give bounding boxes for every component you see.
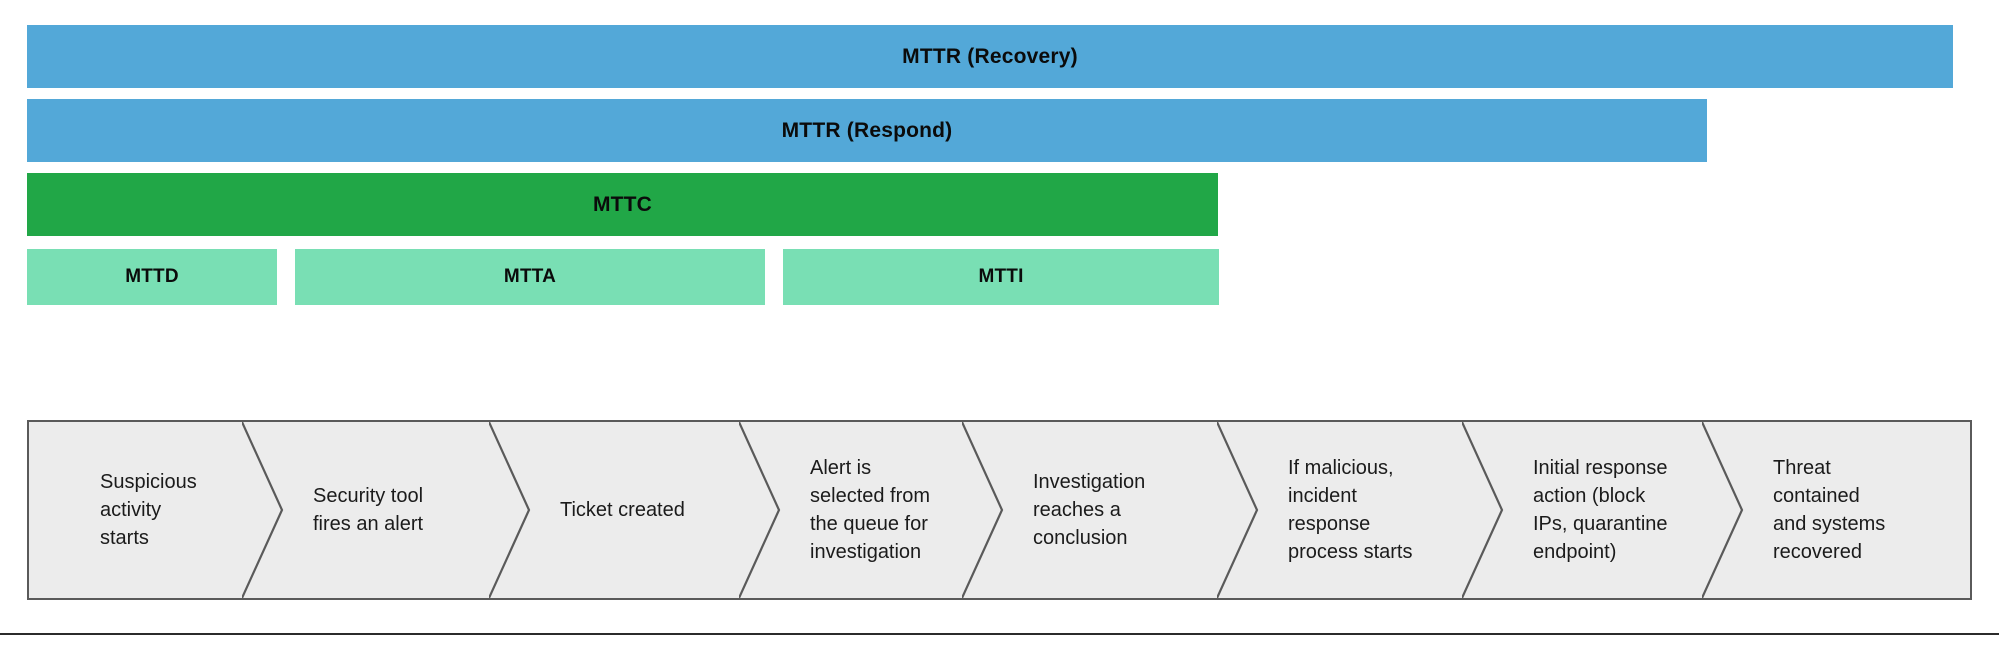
metric-bar-label: MTTR (Recovery) [902,44,1078,68]
metric-bar-label: MTTD [125,266,179,287]
flow-step: If malicious, incident response process … [1217,422,1467,598]
metric-bar: MTTA [295,249,765,305]
bottom-rule [0,633,1999,635]
flow-step: Alert is selected from the queue for inv… [739,422,989,598]
process-flow-strip: Suspicious activity starts Security tool … [27,420,1972,600]
flow-step: Ticket created [489,422,739,598]
metric-bar: MTTR (Recovery) [27,25,1953,88]
flow-step-label: Investigation reaches a conclusion [1033,471,1146,549]
flow-step: Investigation reaches a conclusion [962,422,1212,598]
metric-bar-label: MTTI [978,266,1024,287]
metric-bar-label: MTTR (Respond) [781,118,953,142]
flow-step-label: Alert is selected from the queue for inv… [810,457,931,563]
flow-step-label: Initial response action (block IPs, quar… [1533,457,1668,563]
flow-step-label: Ticket created [560,499,685,521]
flow-step: Threat contained and systems recovered [1702,422,1952,598]
metric-bar: MTTD [27,249,277,305]
flow-step: Suspicious activity starts [29,422,279,598]
metric-bar: MTTI [783,249,1219,305]
flow-step: Initial response action (block IPs, quar… [1462,422,1712,598]
flow-step-label: Suspicious activity starts [100,471,197,549]
metric-bar-label: MTTC [592,192,653,216]
flow-step-label: Threat contained and systems recovered [1773,457,1886,563]
flow-step-label: Security tool fires an alert [313,485,424,535]
metric-bar: MTTR (Respond) [27,99,1707,162]
flow-step-label: If malicious, incident response process … [1288,457,1413,563]
metric-bar-label: MTTA [503,266,557,287]
metric-bar: MTTC [27,173,1218,236]
flow-step: Security tool fires an alert [242,422,492,598]
